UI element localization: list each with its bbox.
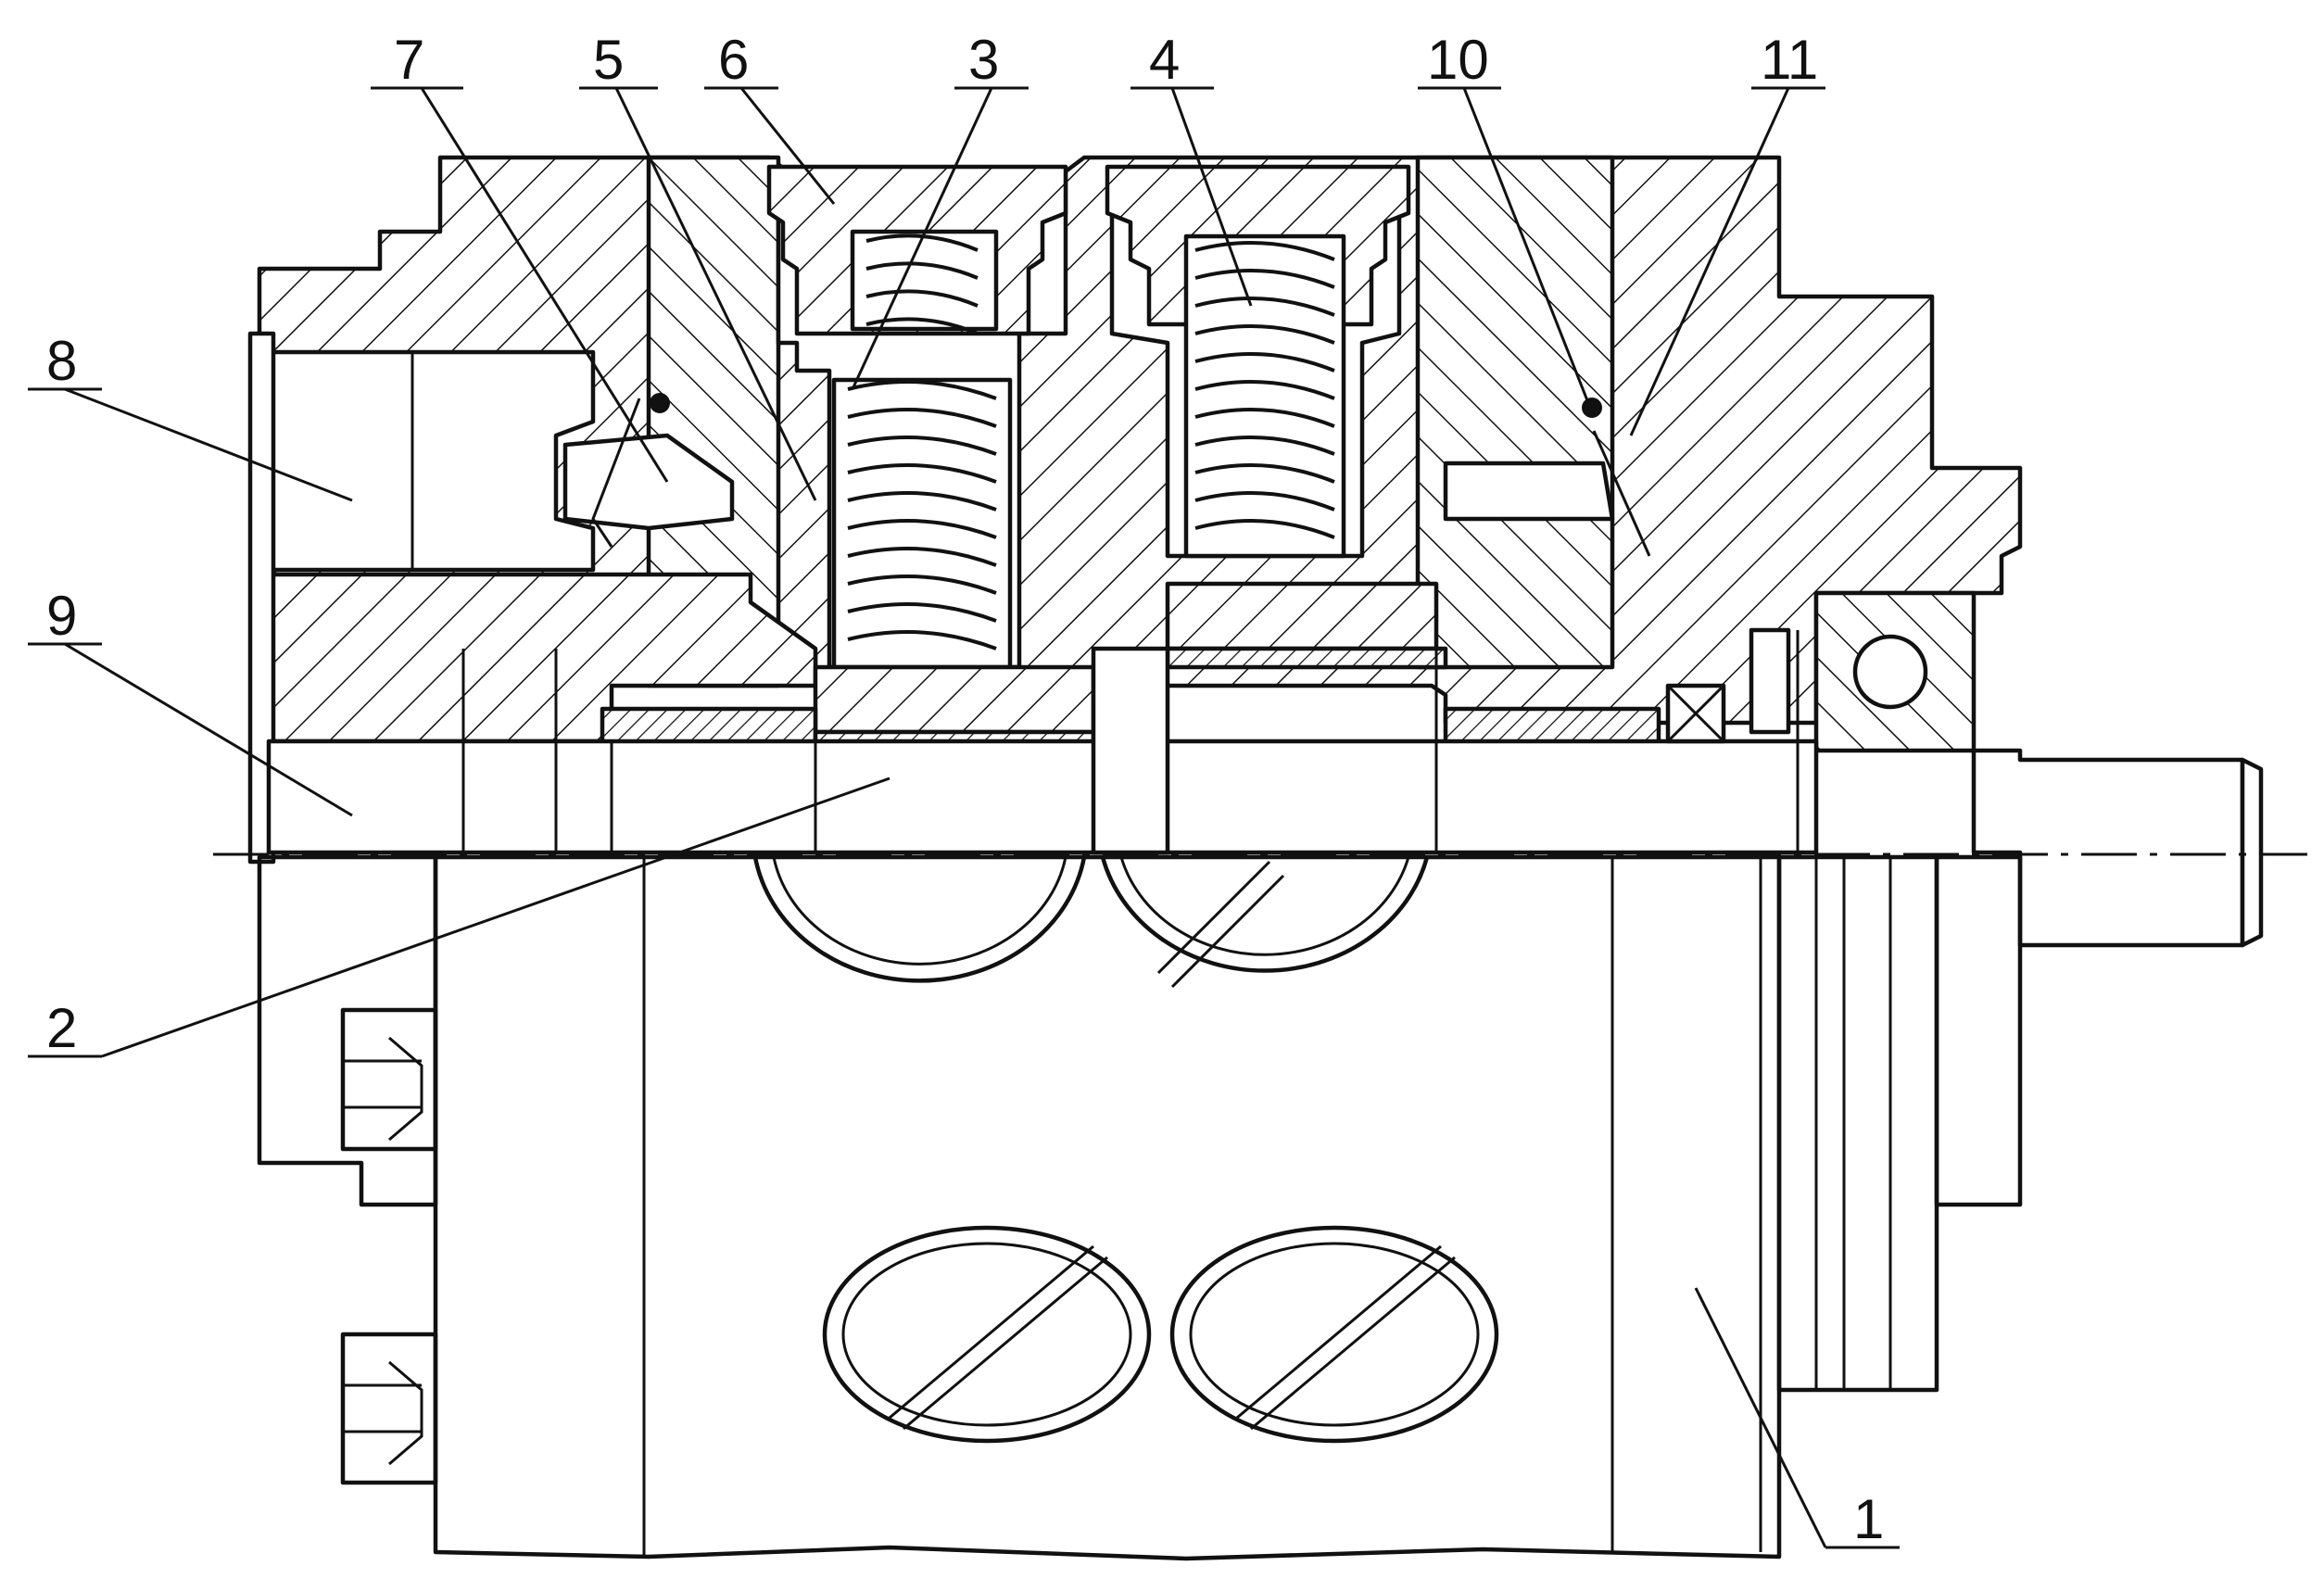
label-5: 5 — [593, 29, 624, 91]
shaft-extension — [1971, 748, 2245, 948]
leader-lines — [28, 86, 1900, 1549]
spring-4 — [1183, 234, 1346, 559]
label-8: 8 — [46, 330, 77, 392]
label-10: 10 — [1427, 29, 1489, 91]
callout-labels: 7 5 6 3 4 10 11 8 9 2 1 — [46, 29, 1884, 1550]
bolt-head-lower — [340, 1332, 438, 1485]
label-1: 1 — [1853, 1488, 1884, 1550]
right-cover — [1415, 155, 1615, 670]
shaft-2 — [266, 739, 1819, 855]
external-view — [257, 854, 2023, 1561]
port-arc-right — [1100, 856, 1430, 973]
port-arc-left — [752, 856, 1087, 983]
label-2: 2 — [46, 997, 77, 1059]
pump-body-1 — [433, 854, 1782, 1561]
label-7: 7 — [394, 29, 424, 91]
label-6: 6 — [718, 29, 749, 91]
plug-screw-left — [822, 1225, 1152, 1444]
label-11: 11 — [1761, 29, 1818, 91]
shaft-rings — [1776, 854, 2023, 1393]
label-4: 4 — [1149, 29, 1180, 91]
left-flange — [257, 854, 438, 1207]
section-view — [213, 155, 2307, 948]
inlet-bore — [266, 349, 596, 573]
piston-left — [813, 664, 1096, 735]
plug-screw-right — [1169, 1225, 1499, 1444]
label-9: 9 — [46, 585, 77, 647]
piston-right — [1165, 581, 1439, 651]
valve-seat-right — [1443, 461, 1615, 522]
bearing — [1813, 590, 1977, 753]
bolt-head-upper — [340, 1007, 438, 1152]
label-3: 3 — [968, 29, 999, 91]
valve-seat-left — [562, 433, 735, 531]
